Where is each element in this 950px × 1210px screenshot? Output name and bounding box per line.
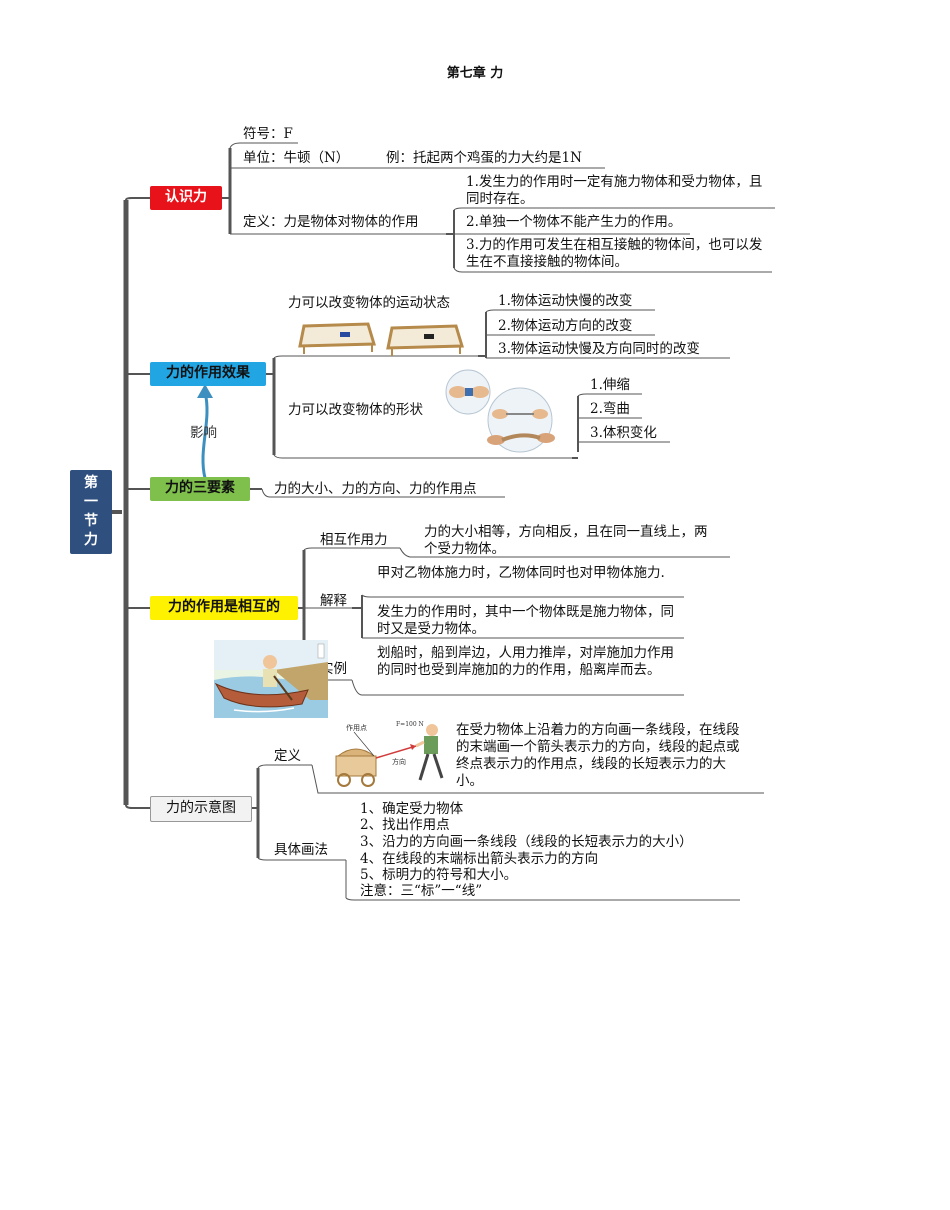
node-xianghu: 力的作用是相互的 — [150, 596, 298, 620]
definition-item: 3.力的作用可发生在相互接触的物体间，也可以发生在不直接接触的物体间。 — [466, 237, 763, 270]
explain-item: 甲对乙物体施力时，乙物体同时也对甲物体施力. — [377, 565, 665, 581]
method-step: 1、确定受力物体 — [360, 801, 464, 817]
shape-item: 3.体积变化 — [590, 425, 657, 441]
figure-label: 方向 — [392, 757, 406, 766]
node-renshi-li: 认识力 — [150, 186, 222, 210]
root-char: 第 — [84, 475, 98, 491]
definition-item: 1.发生力的作用时一定有施力物体和受力物体，且同时存在。 — [466, 174, 763, 207]
example-text: 划船时，船到岸边，人用力推岸，对岸施加力作用的同时也受到岸施加的力的作用，船离岸… — [377, 645, 674, 678]
symbol-text: 符号：F — [243, 126, 293, 142]
shape-item: 1.伸缩 — [590, 377, 630, 393]
node-san-yaosu: 力的三要素 — [150, 477, 250, 501]
root-char: 力 — [84, 532, 98, 548]
method-step: 4、在线段的末端标出箭头表示力的方向 — [360, 851, 599, 867]
node-zuoyong-xiaoguo: 力的作用效果 — [150, 362, 266, 386]
mutual-force-label: 相互作用力 — [320, 532, 388, 548]
method-step: 2、找出作用点 — [360, 817, 450, 833]
explain-label: 解释 — [320, 593, 347, 609]
root-node: 第 一 节 力 — [70, 470, 112, 554]
example-text: 例：托起两个鸡蛋的力大约是1N — [386, 150, 582, 166]
definition-item: 2.单独一个物体不能产生力的作用。 — [466, 214, 682, 230]
shape-text: 力可以改变物体的形状 — [288, 402, 423, 418]
rowing-boat-illustration — [214, 640, 328, 718]
node-shiyitu: 力的示意图 — [150, 796, 252, 822]
method-step: 3、沿力的方向画一条线段（线段的长短表示力的大小） — [360, 834, 693, 850]
influence-label: 影响 — [190, 425, 217, 441]
definition-text: 定义：力是物体对物体的作用 — [243, 214, 419, 230]
definition-label: 定义 — [274, 748, 301, 764]
motion-table-illustration — [298, 322, 376, 354]
method-step: 5、标明力的符号和大小。 — [360, 867, 518, 883]
definition-text: 在受力物体上沿着力的方向画一条线段，在线段的末端画一个箭头表示力的方向，线段的起… — [456, 722, 740, 789]
motion-table-illustration — [386, 324, 464, 356]
root-char: 一 — [84, 494, 98, 510]
three-elements-text: 力的大小、力的方向、力的作用点 — [274, 481, 477, 497]
force-diagram-illustration: 作用点 F=100 N 方向 — [335, 721, 444, 787]
deformation-illustration — [445, 369, 555, 453]
motion-item: 2.物体运动方向的改变 — [498, 318, 633, 334]
unit-text: 单位：牛顿（N） — [243, 150, 350, 166]
figure-label: 作用点 — [346, 723, 367, 732]
motion-item: 1.物体运动快慢的改变 — [498, 293, 633, 309]
shape-item: 2.弯曲 — [590, 401, 630, 417]
explain-item: 发生力的作用时，其中一个物体既是施力物体，同时又是受力物体。 — [377, 604, 674, 637]
mutual-force-text: 力的大小相等，方向相反，且在同一直线上，两个受力物体。 — [424, 524, 708, 557]
figure-label: F=100 N — [396, 721, 424, 728]
root-char: 节 — [84, 513, 98, 529]
method-label: 具体画法 — [274, 842, 328, 858]
page-title: 第七章 力 — [446, 66, 504, 81]
method-note: 注意：三“标”一“线” — [360, 883, 483, 899]
motion-state-text: 力可以改变物体的运动状态 — [288, 295, 450, 311]
motion-item: 3.物体运动快慢及方向同时的改变 — [498, 341, 700, 357]
